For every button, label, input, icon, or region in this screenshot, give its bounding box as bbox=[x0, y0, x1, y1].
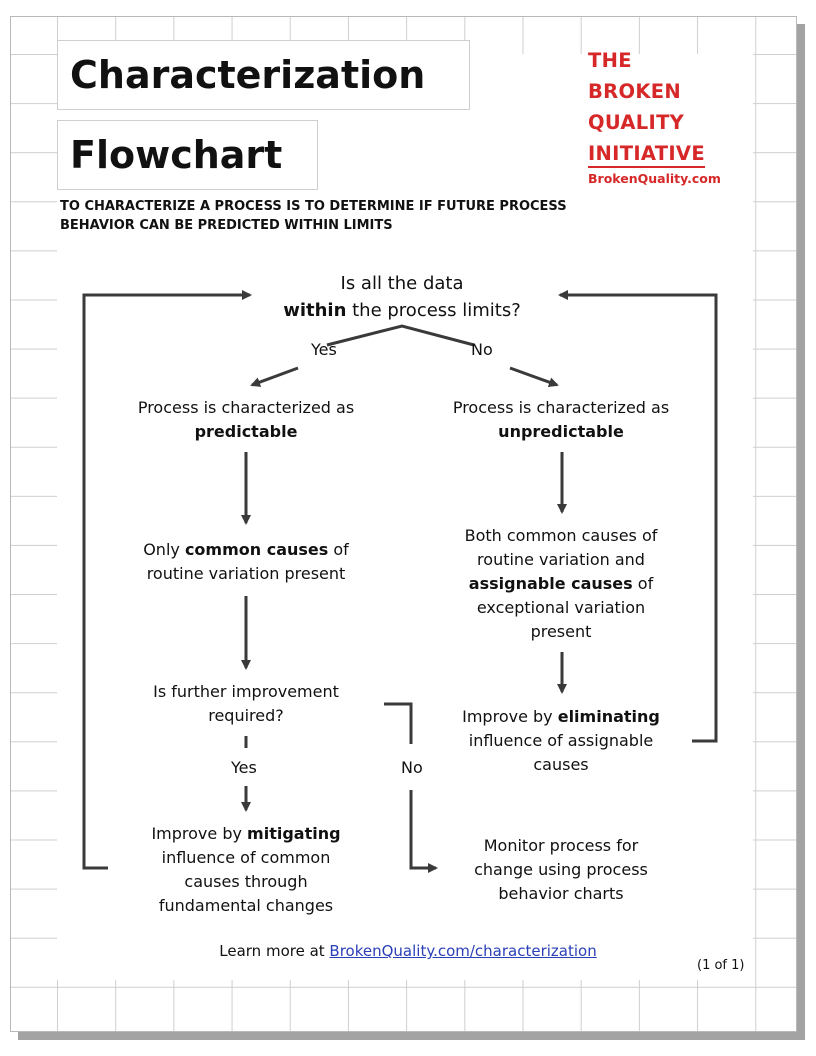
monitor-line3: behavior charts bbox=[498, 884, 624, 903]
mitigate-bold: mitigating bbox=[247, 824, 341, 843]
both-post: of bbox=[632, 574, 654, 593]
node-mitigate: Improve by mitigating influence of commo… bbox=[96, 822, 396, 918]
footer: Learn more at BrokenQuality.com/characte… bbox=[0, 942, 816, 960]
node-predictable: Process is characterized as predictable bbox=[96, 396, 396, 444]
mitigate-line4: fundamental changes bbox=[158, 896, 334, 915]
both-line5: present bbox=[530, 622, 592, 641]
common-post: of bbox=[328, 540, 349, 559]
monitor-line2: change using process bbox=[474, 860, 648, 879]
eliminate-bold: eliminating bbox=[557, 707, 660, 726]
node-further: Is further improvement required? bbox=[96, 680, 396, 728]
no-arrow bbox=[509, 366, 559, 387]
further-line2: required? bbox=[208, 706, 284, 725]
common-line2: routine variation present bbox=[146, 564, 346, 583]
question-line1: Is all the data bbox=[340, 273, 464, 294]
question-rest: the process limits? bbox=[346, 300, 521, 321]
brand-logo: THE BROKEN QUALITY INITIATIVE BrokenQual… bbox=[588, 45, 721, 186]
brand-line2: BROKEN bbox=[588, 80, 682, 103]
common-pre: Only bbox=[143, 540, 185, 559]
both-bold: assignable causes bbox=[468, 574, 633, 593]
eliminate-line3: causes bbox=[533, 755, 589, 774]
footer-prefix: Learn more at bbox=[219, 942, 330, 960]
mitigate-line3: causes through bbox=[184, 872, 308, 891]
mitigate-line2: influence of common bbox=[161, 848, 331, 867]
label-yes-mid: Yes bbox=[231, 758, 257, 777]
node-eliminate: Improve by eliminating influence of assi… bbox=[411, 705, 711, 777]
label-no-mid: No bbox=[401, 758, 423, 777]
both-line2: routine variation and bbox=[477, 550, 645, 569]
predictable-bold: predictable bbox=[194, 422, 298, 441]
subtitle: TO CHARACTERIZE A PROCESS IS TO DETERMIN… bbox=[60, 197, 730, 235]
loop-left bbox=[82, 290, 252, 870]
label-yes-top: Yes bbox=[311, 340, 337, 359]
label-no-top: No bbox=[471, 340, 493, 359]
loop-right bbox=[558, 290, 718, 743]
both-line4: exceptional variation bbox=[476, 598, 646, 617]
branch-connector bbox=[326, 324, 475, 347]
predictable-line1: Process is characterized as bbox=[137, 398, 355, 417]
subtitle-line1: TO CHARACTERIZE A PROCESS IS TO DETERMIN… bbox=[60, 199, 567, 214]
node-monitor: Monitor process for change using process… bbox=[411, 834, 711, 906]
subtitle-line2: BEHAVIOR CAN BE PREDICTED WITHIN LIMITS bbox=[60, 218, 393, 233]
node-question: Is all the data within the process limit… bbox=[202, 270, 602, 324]
monitor-line1: Monitor process for bbox=[483, 836, 639, 855]
arrow-no-monitor bbox=[409, 790, 438, 873]
unpredictable-line1: Process is characterized as bbox=[452, 398, 670, 417]
common-bold: common causes bbox=[184, 540, 329, 559]
brand-site: BrokenQuality.com bbox=[588, 171, 721, 186]
yes-arrow bbox=[250, 366, 299, 387]
node-both: Both common causes of routine variation … bbox=[411, 524, 711, 644]
footer-link[interactable]: BrokenQuality.com/characterization bbox=[329, 942, 597, 960]
content-panel bbox=[57, 54, 753, 980]
both-line1: Both common causes of bbox=[464, 526, 658, 545]
page-number: (1 of 1) bbox=[697, 958, 745, 973]
title-line1: Characterization bbox=[57, 40, 470, 110]
brand-line1: THE bbox=[588, 49, 632, 72]
eliminate-pre: Improve by bbox=[462, 707, 558, 726]
brand-line3: QUALITY bbox=[588, 111, 685, 134]
question-bold: within bbox=[283, 300, 347, 321]
title-line2: Flowchart bbox=[57, 120, 318, 190]
node-common: Only common causes of routine variation … bbox=[96, 538, 396, 586]
further-line1: Is further improvement bbox=[153, 682, 339, 701]
eliminate-line2: influence of assignable bbox=[468, 731, 654, 750]
brand-line4: INITIATIVE bbox=[588, 142, 705, 168]
node-unpredictable: Process is characterized as unpredictabl… bbox=[411, 396, 711, 444]
mitigate-pre: Improve by bbox=[151, 824, 248, 843]
unpredictable-bold: unpredictable bbox=[498, 422, 624, 441]
no-mid-connector-top bbox=[384, 702, 413, 744]
